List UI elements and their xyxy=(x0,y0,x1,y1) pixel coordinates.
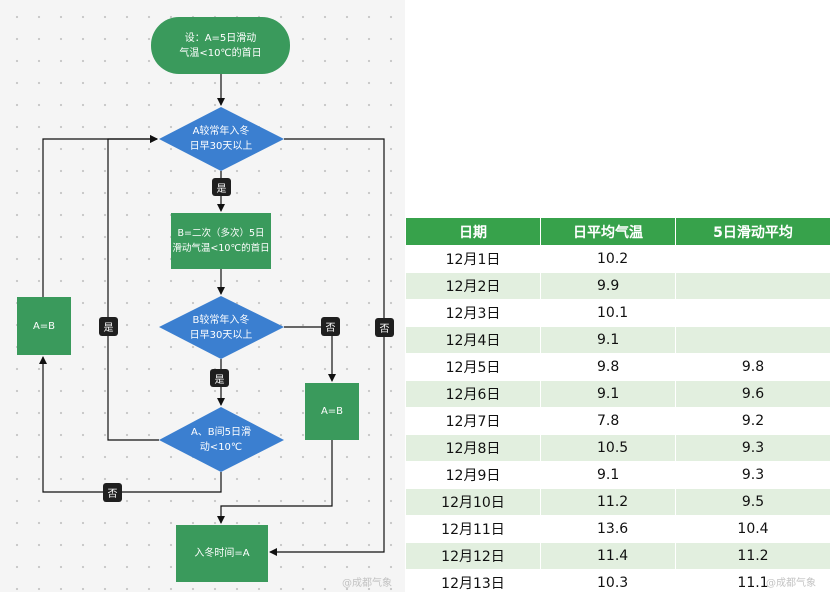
daily-temp-cell: 9.1 xyxy=(540,461,676,489)
moving-avg-cell xyxy=(675,299,831,327)
header-date: 日期 xyxy=(405,217,541,246)
date-cell: 12月3日 xyxy=(405,299,541,327)
flowchart-canvas: 设：A=5日滑动 气温<10℃的首日 A较常年入冬 日早30天以上 B=二次（多… xyxy=(0,0,405,592)
end-node-shape xyxy=(176,525,268,582)
date-cell: 12月12日 xyxy=(405,542,541,570)
daily-temp-cell: 9.9 xyxy=(540,272,676,300)
date-cell: 12月9日 xyxy=(405,461,541,489)
moving-avg-cell: 9.5 xyxy=(675,488,831,516)
no-badge-decision3: 否 xyxy=(103,483,122,502)
daily-temp-cell: 11.2 xyxy=(540,488,676,516)
daily-temp-cell: 10.2 xyxy=(540,245,676,273)
daily-temp-cell: 9.1 xyxy=(540,326,676,354)
daily-temp-cell: 10.5 xyxy=(540,434,676,462)
no-badge-decision1: 否 xyxy=(375,318,394,337)
process-1-label: B=二次（多次）5日 滑动气温<10℃的首日 xyxy=(172,228,270,254)
date-cell: 12月8日 xyxy=(405,434,541,462)
yes-badge-decision1: 是 xyxy=(212,178,231,196)
date-cell: 12月13日 xyxy=(405,569,541,597)
moving-avg-cell xyxy=(675,245,831,273)
header-5day-avg: 5日滑动平均 xyxy=(675,217,831,246)
moving-avg-cell xyxy=(675,272,831,300)
date-cell: 12月7日 xyxy=(405,407,541,435)
decision-2-shape xyxy=(159,296,284,359)
watermark-right: @成都气象 xyxy=(766,578,816,589)
moving-avg-cell: 9.6 xyxy=(675,380,831,408)
assign-left-shape xyxy=(17,297,71,355)
decision-2-label: B较常年入冬 日早30天以上 xyxy=(189,315,253,341)
daily-temp-cell: 11.4 xyxy=(540,542,676,570)
moving-avg-cell: 10.4 xyxy=(675,515,831,543)
start-node-shape xyxy=(151,17,290,74)
moving-avg-cell: 9.2 xyxy=(675,407,831,435)
decision-3-shape xyxy=(159,407,284,472)
moving-avg-cell xyxy=(675,326,831,354)
moving-avg-cell: 9.3 xyxy=(675,434,831,462)
assign-right-shape xyxy=(305,383,359,440)
moving-avg-cell: 9.3 xyxy=(675,461,831,489)
date-cell: 12月5日 xyxy=(405,353,541,381)
date-cell: 12月10日 xyxy=(405,488,541,516)
date-cell: 12月6日 xyxy=(405,380,541,408)
moving-avg-cell: 9.8 xyxy=(675,353,831,381)
header-daily-avg: 日平均气温 xyxy=(540,217,676,246)
decision-1-shape xyxy=(159,107,284,171)
date-cell: 12月4日 xyxy=(405,326,541,354)
daily-temp-cell: 10.1 xyxy=(540,299,676,327)
daily-temp-cell: 13.6 xyxy=(540,515,676,543)
decision-3-label: A、B间5日滑 动<10℃ xyxy=(190,427,252,453)
flowchart-connectors xyxy=(17,17,385,582)
daily-temp-cell: 10.3 xyxy=(540,569,676,597)
assign-right-label: A=B xyxy=(320,406,344,417)
moving-avg-cell: 11.2 xyxy=(675,542,831,570)
decision-1-label: A较常年入冬 日早30天以上 xyxy=(189,126,253,152)
daily-temp-cell: 9.1 xyxy=(540,380,676,408)
daily-temp-cell: 7.8 xyxy=(540,407,676,435)
watermark-left: @成都气象 xyxy=(342,578,392,589)
date-cell: 12月2日 xyxy=(405,272,541,300)
table-header-row: 日期 日平均气温 5日滑动平均 xyxy=(405,217,831,246)
connector-lines xyxy=(39,74,385,556)
yes-badge-loop: 是 xyxy=(99,317,118,336)
date-cell: 12月1日 xyxy=(405,245,541,273)
end-node-label: 入冬时间=A xyxy=(194,548,250,559)
no-badge-decision2: 否 xyxy=(321,317,340,336)
yes-badge-decision2: 是 xyxy=(210,369,229,387)
start-node-label: 设：A=5日滑动 气温<10℃的首日 xyxy=(179,32,262,59)
date-cell: 12月11日 xyxy=(405,515,541,543)
daily-temp-cell: 9.8 xyxy=(540,353,676,381)
process-1-shape xyxy=(171,213,271,269)
assign-left-label: A=B xyxy=(32,320,56,332)
